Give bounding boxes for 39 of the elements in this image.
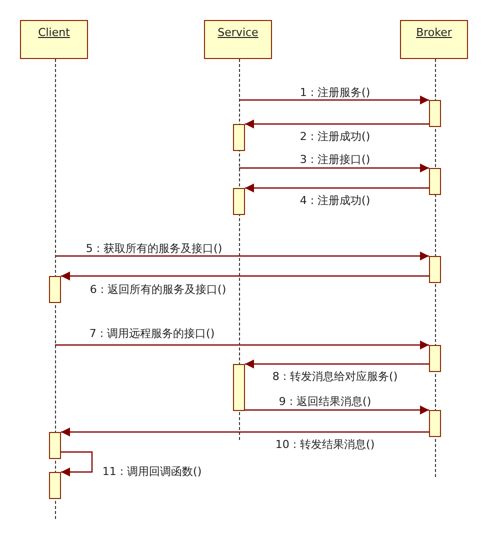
message-label: 3 : 注册接口() (300, 153, 370, 166)
activation-bar (233, 364, 245, 411)
message-arrow (239, 96, 429, 104)
activation-bar (49, 472, 61, 499)
activation-bar (429, 345, 441, 372)
message-label: 4 : 注册成功() (300, 194, 370, 207)
message-arrow (245, 406, 429, 414)
message-label: 8 : 转发消息给对应服务() (272, 370, 398, 383)
message-arrow (55, 340, 429, 350)
message-label: 1 : 注册服务() (300, 86, 370, 99)
message-arrow (55, 252, 429, 260)
message-label: 9 : 返回结果消息() (278, 395, 372, 408)
activation-bar (49, 432, 61, 459)
message-arrow (61, 272, 429, 280)
message-arrow (239, 164, 429, 172)
activation-bar (49, 276, 61, 303)
participant-name: Service (218, 26, 258, 39)
activation-bar (233, 188, 245, 215)
message-label: 2 : 注册成功() (300, 130, 370, 143)
message-arrow (61, 451, 93, 476)
message-label: 5 : 获取所有的服务及接口() (86, 242, 222, 255)
message-label: 10 : 转发结果消息() (275, 438, 375, 451)
activation-bar (429, 100, 441, 127)
message-label: 6 : 返回所有的服务及接口() (90, 283, 226, 296)
participant-box (400, 20, 468, 59)
participant-box (204, 20, 272, 59)
activation-bar (429, 410, 441, 437)
message-label: 7 : 调用远程服务的接口() (89, 327, 215, 340)
participant-name: Client (38, 26, 70, 39)
message-arrow (245, 184, 429, 192)
activation-bar (429, 256, 441, 283)
message-arrow (245, 120, 429, 128)
activation-bar (233, 124, 245, 151)
message-arrow (245, 360, 429, 368)
participant-box (20, 20, 88, 59)
message-arrow (61, 428, 429, 436)
participant-name: Broker (416, 26, 452, 39)
activation-bar (429, 168, 441, 195)
message-label: 11 : 调用回调函数() (102, 465, 202, 478)
